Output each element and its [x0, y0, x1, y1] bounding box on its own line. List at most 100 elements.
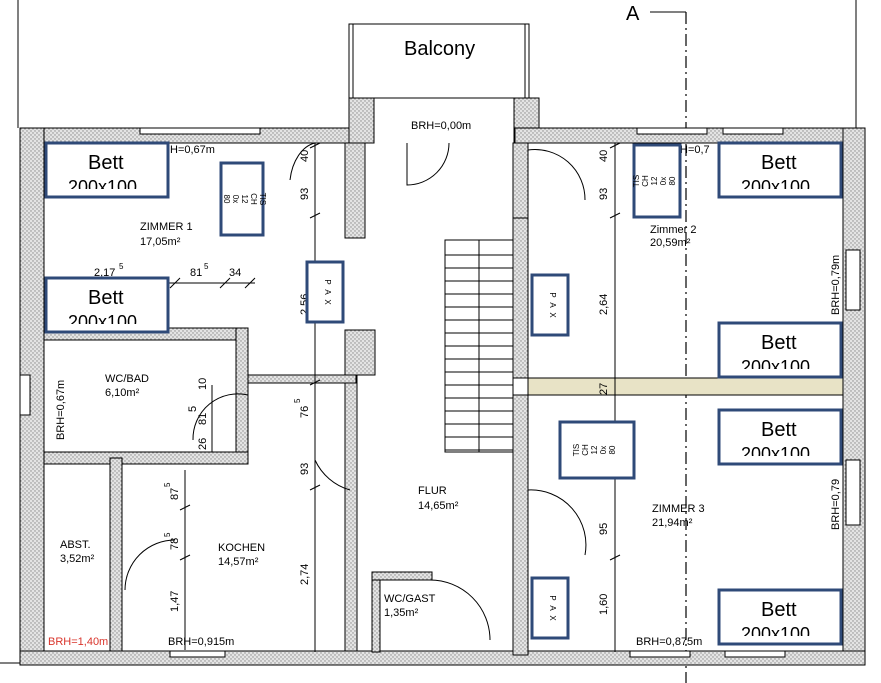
- dim-10: 10: [197, 378, 209, 390]
- bed-size: 200x100: [741, 624, 810, 644]
- section-label: A: [626, 3, 640, 25]
- dim-27: 27: [598, 383, 610, 395]
- table-label-line: CH: [249, 193, 258, 205]
- room-wcbad-area: 6,10m²: [105, 387, 140, 399]
- table-label-line: 0x: [231, 195, 240, 203]
- dim-95: 95: [598, 523, 610, 535]
- balcony-label: Balcony: [404, 38, 475, 60]
- dimension-labels: 2,17 5 81 5 34 40 93 40 93 2,56 2,64 76 …: [94, 150, 610, 615]
- brh-right-lower: BRH=0,79: [830, 479, 842, 530]
- room-flur-area: 14,65m²: [418, 500, 459, 512]
- interior-walls: [43, 142, 529, 656]
- table-label-line: 0x: [599, 446, 608, 454]
- room-zimmer3-name: ZIMMER 3: [652, 503, 705, 515]
- brh-labels: BRH=0,00m H=0,67m H=0,7 BRH=0,67m BRH=0,…: [48, 120, 842, 648]
- dim-81: 81: [190, 267, 202, 279]
- bed-size: 200x100: [68, 312, 137, 332]
- dim-76: 76: [299, 406, 311, 418]
- bed-label: Bett: [88, 287, 124, 309]
- brh-right-upper: BRH=0,79m: [830, 255, 842, 315]
- table-label-line: CH: [581, 444, 590, 456]
- dim-34: 34: [229, 267, 241, 279]
- bed-size: 200x100: [741, 357, 810, 377]
- dim-160: 1,60: [598, 594, 610, 615]
- bed-4: Bett 200x100: [717, 321, 843, 379]
- pax-letter: P: [323, 279, 332, 284]
- balcony: Balcony: [348, 23, 530, 99]
- dim-81b: 81: [197, 413, 209, 425]
- table-label-line: TIS: [572, 444, 581, 456]
- brh-bottom-right: BRH=0,875m: [636, 636, 702, 648]
- pax-marker-3: PAX: [530, 576, 570, 640]
- room-wcgast-area: 1,35m²: [384, 607, 419, 619]
- brh-bottom-mid: BRH=0,915m: [168, 636, 234, 648]
- table-label-line: TIS: [258, 193, 267, 205]
- dim-26: 26: [197, 438, 209, 450]
- dim-147: 1,47: [169, 591, 181, 612]
- bed-label: Bett: [761, 419, 797, 441]
- table-label-line: 12: [240, 195, 249, 204]
- pax-letter: A: [323, 289, 332, 295]
- table-label-line: 80: [222, 195, 231, 204]
- pax-letter: X: [548, 615, 557, 621]
- room-kochen-name: KOCHEN: [218, 542, 265, 554]
- pax-letter: X: [548, 312, 557, 318]
- room-zimmer3-area: 21,94m²: [652, 517, 693, 529]
- brh-wcbad: BRH=0,67m: [55, 380, 67, 440]
- dim-81-sup: 5: [204, 262, 209, 271]
- room-wcgast-name: WC/GAST: [384, 593, 436, 605]
- section-marker-a: A: [626, 3, 687, 683]
- brh-top-right: H=0,7: [680, 144, 710, 156]
- dim-217: 2,17: [94, 267, 115, 279]
- dim-40b: 40: [598, 150, 610, 162]
- room-kochen-area: 14,57m²: [218, 556, 259, 568]
- dim-93c: 93: [299, 463, 311, 475]
- ceiling-band: [527, 377, 844, 396]
- dim-274: 2,74: [299, 564, 311, 585]
- room-zimmer1-name: ZIMMER 1: [140, 221, 193, 233]
- dim-78: 78: [169, 538, 181, 550]
- bed-size: 200x100: [741, 177, 810, 197]
- pax-letter: A: [548, 605, 557, 611]
- table-label-line: 80: [668, 176, 677, 185]
- dim-76-sup: 5: [293, 398, 302, 403]
- brh-bottom-left: BRH=1,40m: [48, 636, 108, 648]
- dim-93a: 93: [299, 188, 311, 200]
- bed-label: Bett: [761, 332, 797, 354]
- bed-2: Bett 200x100: [44, 276, 170, 334]
- windows: [19, 127, 861, 658]
- bed-6: Bett 200x100: [717, 588, 843, 646]
- room-labels: ZIMMER 1 17,05m² Zimmer 2 20,59m² ZIMMER…: [60, 221, 705, 619]
- dim-78-sup: 5: [163, 532, 172, 537]
- dim-87-sup: 5: [163, 482, 172, 487]
- dim-217-sup: 5: [119, 262, 124, 271]
- room-zimmer1-area: 17,05m²: [140, 236, 181, 248]
- staircase: [444, 239, 514, 453]
- bed-label: Bett: [761, 599, 797, 621]
- table-label-line: TIS: [632, 175, 641, 187]
- room-zimmer2-name: Zimmer 2: [650, 224, 696, 236]
- table-label-line: CH: [641, 175, 650, 187]
- room-abst-name: ABST.: [60, 539, 91, 551]
- room-wcbad-name: WC/BAD: [105, 373, 149, 385]
- dim-93b: 93: [598, 188, 610, 200]
- pax-letter: P: [548, 595, 557, 600]
- room-zimmer2-area: 20,59m²: [650, 237, 691, 249]
- brh-top-left: H=0,67m: [170, 144, 215, 156]
- dim-264: 2,64: [598, 294, 610, 315]
- room-abst-area: 3,52m²: [60, 553, 95, 565]
- room-flur-name: FLUR: [418, 485, 447, 497]
- dim-87: 87: [169, 488, 181, 500]
- bed-label: Bett: [88, 152, 124, 174]
- brh-top-center: BRH=0,00m: [411, 120, 471, 132]
- pax-marker-2: PAX: [530, 273, 570, 337]
- table-label-line: 12: [590, 445, 599, 454]
- bed-size: 200x100: [741, 444, 810, 464]
